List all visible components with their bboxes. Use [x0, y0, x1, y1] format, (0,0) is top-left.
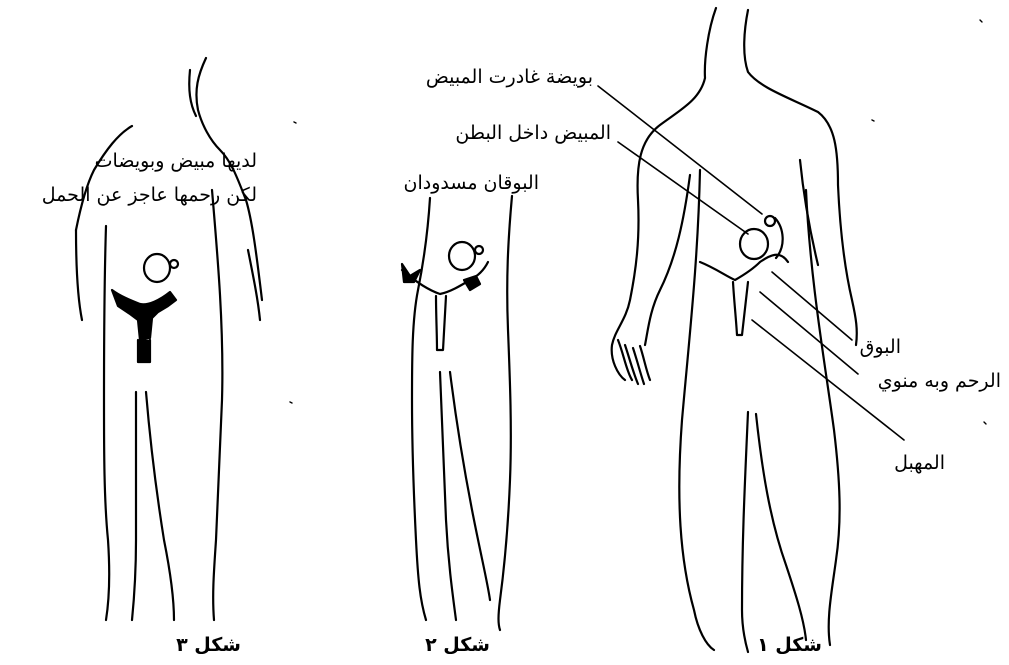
- caption-figure-3-number: ٣: [176, 634, 188, 656]
- caption-figure-1-number: ١: [757, 634, 769, 656]
- caption-figure-1-word: شكل: [775, 634, 822, 656]
- figure-3-body: [76, 58, 262, 620]
- caption-figure-3-word: شكل: [194, 634, 241, 656]
- caption-figure-2-word: شكل: [443, 634, 490, 656]
- figure-2-body: [402, 196, 512, 630]
- label-blocked-tubes: البوقان مسدودان: [404, 174, 539, 193]
- label-has-ovary-and-eggs: لديها مبيض وبويضات: [95, 152, 257, 171]
- label-uterus-unable: لكن رحمها عاجز عن الحمل: [42, 186, 257, 205]
- label-ovary-in-abdomen: المبيض داخل البطن: [455, 124, 611, 143]
- label-uterus-with-sperm: الرحم وبه منوي: [878, 372, 1001, 391]
- caption-figure-2: شكل ٢: [425, 636, 490, 655]
- label-vagina: المهبل: [894, 454, 945, 473]
- caption-figure-2-number: ٢: [425, 634, 437, 656]
- label-egg-left-ovary: بويضة غادرت المبيض: [426, 68, 593, 87]
- label-tube: البوق: [860, 338, 901, 357]
- figure-1-leader-lines: [598, 86, 904, 440]
- caption-figure-1: شكل ١: [757, 636, 822, 655]
- figure-1-body: [612, 8, 857, 652]
- caption-figure-3: شكل ٣: [176, 636, 241, 655]
